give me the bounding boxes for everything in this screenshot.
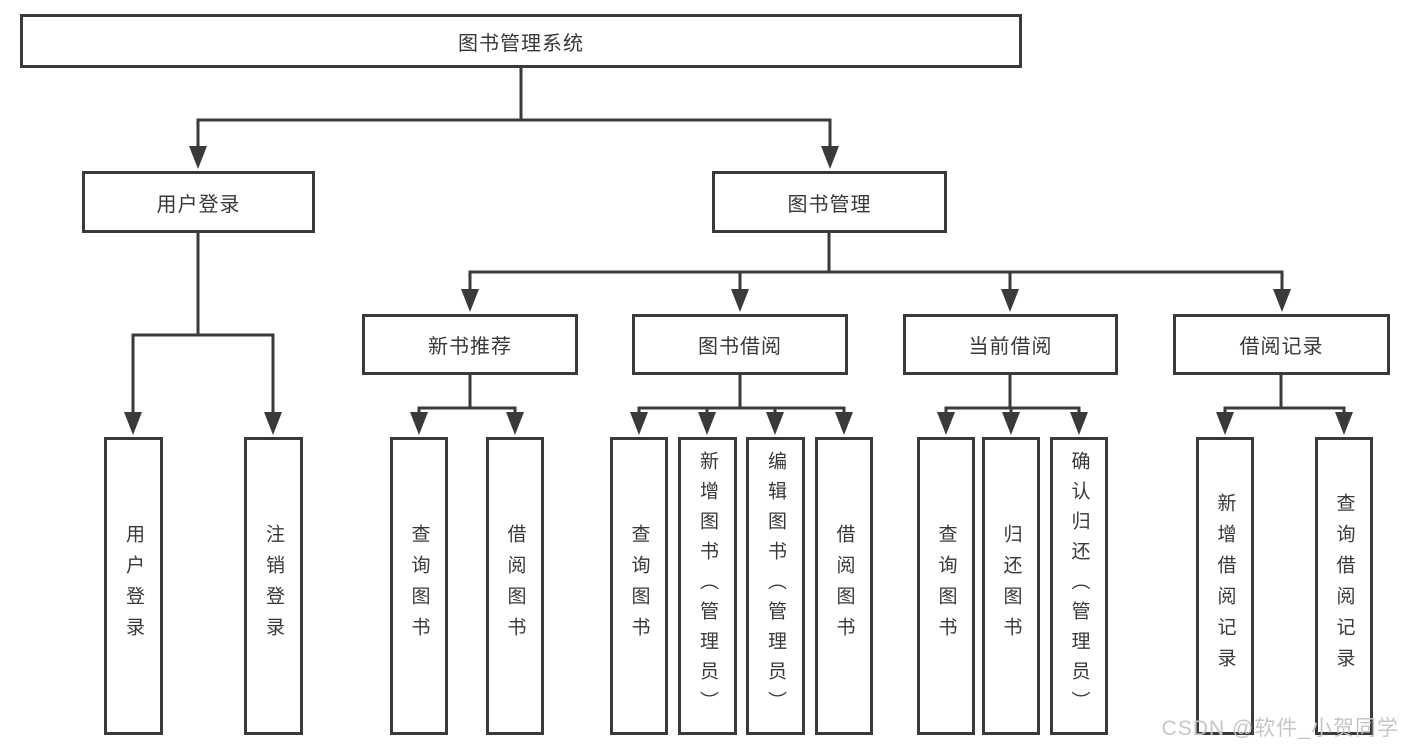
node-new-book-recommend: 新书推荐	[362, 314, 578, 375]
leaf-edit-book-admin-label: 编辑图书（管理员）	[765, 451, 786, 721]
node-borrow-records-label: 借阅记录	[1239, 336, 1324, 358]
leaf-add-borrow-record: 新增借阅记录	[1196, 437, 1254, 735]
node-book-management-label: 图书管理	[787, 193, 872, 216]
leaf-confirm-return-admin: 确认归还（管理员）	[1050, 437, 1108, 735]
leaf-query-books-borrow: 查询图书	[610, 437, 668, 735]
leaf-confirm-return-admin-label: 确认归还（管理员）	[1068, 451, 1090, 721]
leaf-add-book-admin-label: 新增图书（管理员）	[697, 451, 718, 721]
leaf-logout-label: 注销登录	[263, 524, 284, 648]
leaf-borrow-books-recommend: 借阅图书	[486, 437, 544, 735]
leaf-return-book: 归还图书	[982, 437, 1040, 735]
node-borrow-records: 借阅记录	[1173, 314, 1390, 375]
leaf-return-book-label: 归还图书	[1000, 524, 1022, 648]
leaf-query-books-borrow-label: 查询图书	[628, 524, 650, 648]
root-node-book-management-system: 图书管理系统	[20, 14, 1022, 68]
csdn-watermark: CSDN @软件_小贺同学	[1161, 717, 1399, 740]
leaf-query-borrow-record: 查询借阅记录	[1315, 437, 1373, 735]
node-book-borrow: 图书借阅	[632, 314, 848, 375]
leaf-borrow-books-label: 借阅图书	[833, 524, 855, 648]
node-user-login-label: 用户登录	[156, 193, 241, 216]
connector-root-to-level2	[189, 68, 839, 169]
node-book-management: 图书管理	[712, 171, 947, 233]
node-new-book-recommend-label: 新书推荐	[428, 336, 512, 358]
node-current-borrow: 当前借阅	[903, 314, 1118, 375]
root-node-label: 图书管理系统	[458, 32, 584, 55]
leaf-query-books-current: 查询图书	[917, 437, 975, 735]
leaf-query-books-recommend: 查询图书	[390, 437, 448, 735]
leaf-borrow-books: 借阅图书	[815, 437, 873, 735]
connector-newbook-to-leaves	[410, 375, 524, 435]
leaf-query-borrow-record-label: 查询借阅记录	[1333, 493, 1355, 679]
leaf-borrow-books-recommend-label: 借阅图书	[504, 524, 526, 648]
connector-bookborrow-to-leaves	[630, 375, 853, 435]
connector-currentborrow-to-leaves	[937, 375, 1088, 435]
connector-records-to-leaves	[1216, 375, 1353, 435]
leaf-edit-book-admin: 编辑图书（管理员）	[746, 437, 805, 735]
connector-bookmgmt-to-level3	[461, 233, 1291, 312]
node-book-borrow-label: 图书借阅	[698, 336, 782, 358]
leaf-query-books-recommend-label: 查询图书	[408, 524, 430, 648]
node-current-borrow-label: 当前借阅	[968, 336, 1053, 358]
leaf-user-login: 用户登录	[104, 437, 163, 735]
node-user-login: 用户登录	[82, 171, 315, 233]
leaf-query-books-current-label: 查询图书	[935, 524, 957, 648]
leaf-add-borrow-record-label: 新增借阅记录	[1214, 493, 1236, 679]
connector-userlogin-to-leaves	[124, 233, 282, 435]
leaf-user-login-label: 用户登录	[123, 524, 144, 648]
leaf-logout: 注销登录	[244, 437, 303, 735]
leaf-add-book-admin: 新增图书（管理员）	[678, 437, 737, 735]
